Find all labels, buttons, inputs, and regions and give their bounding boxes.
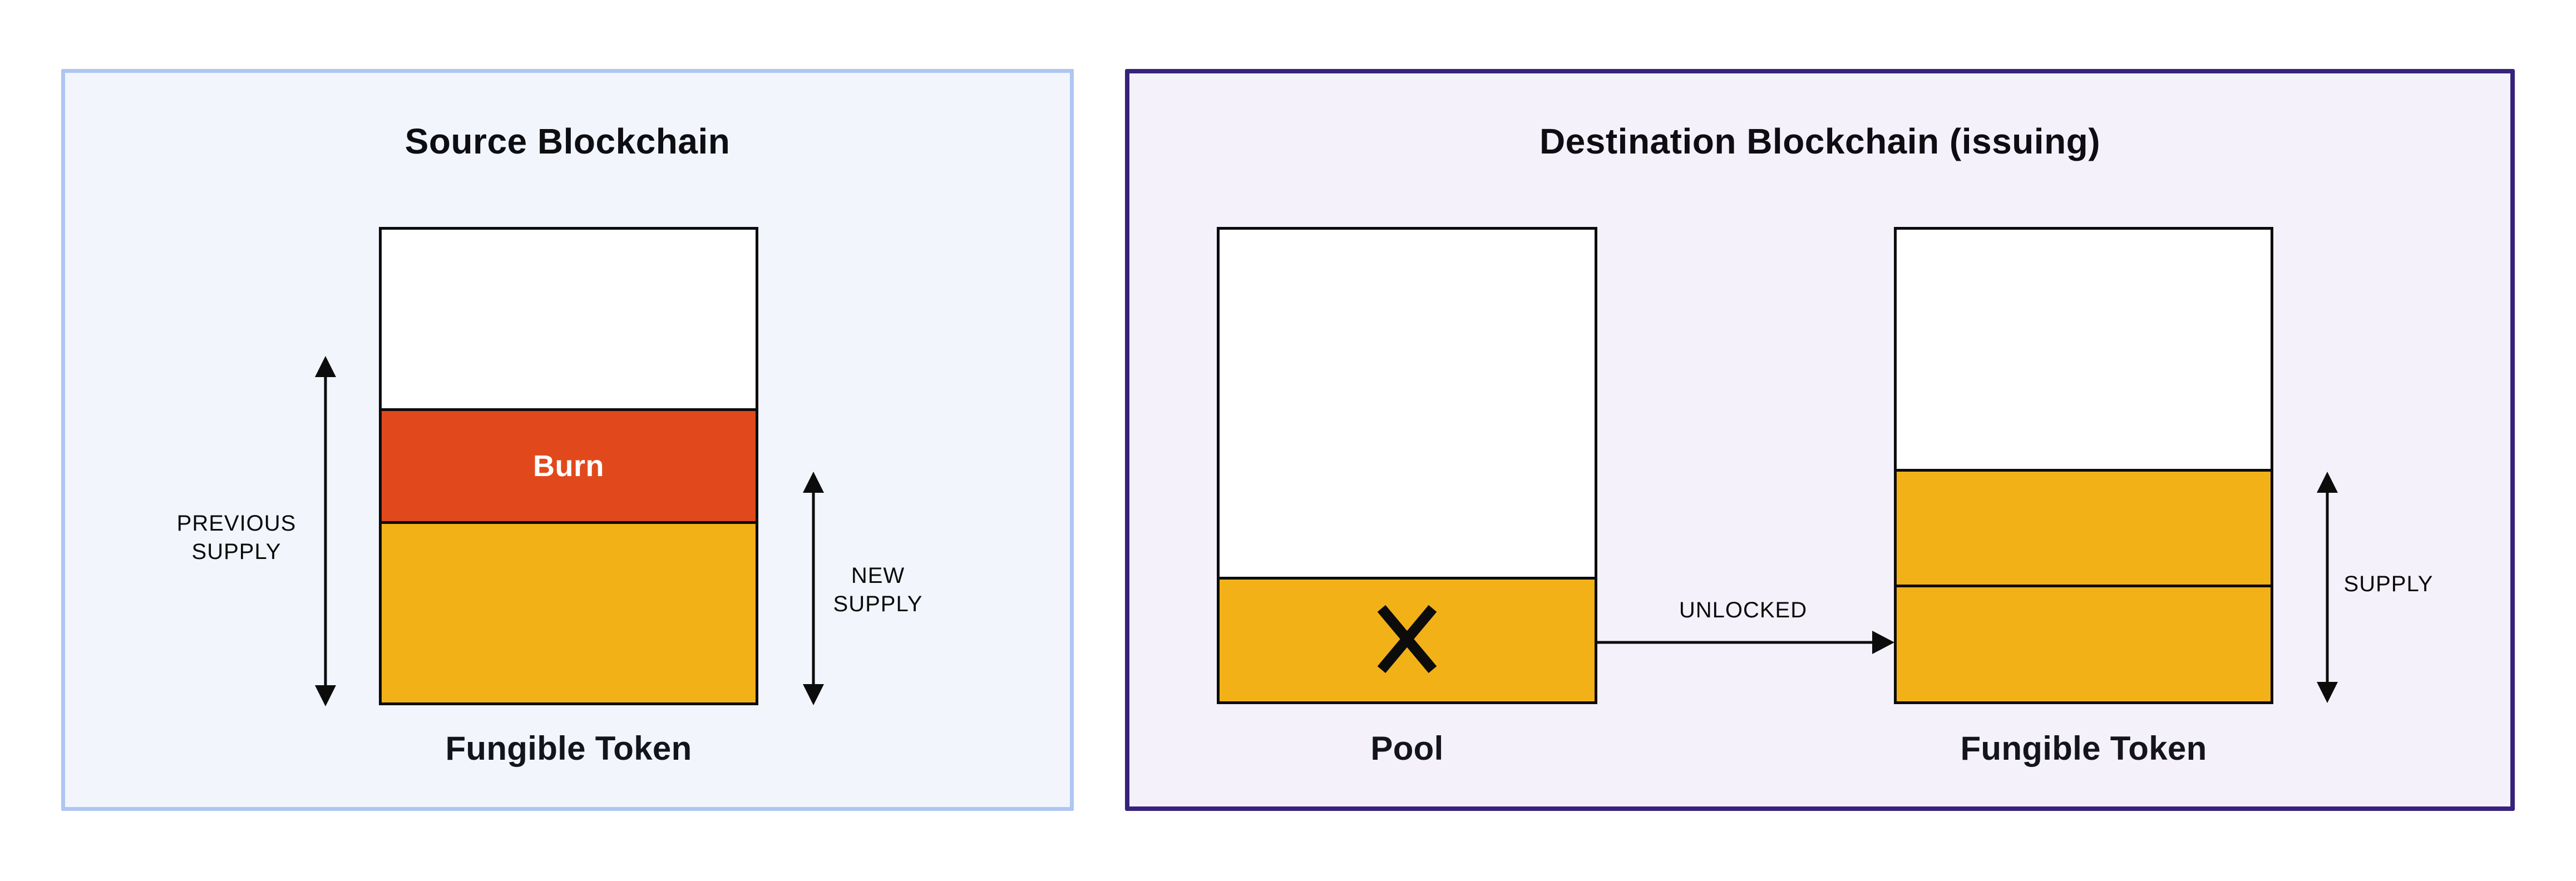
supply-label: SUPPLY — [2343, 572, 2434, 596]
new-supply-label-line1: NEW — [851, 563, 905, 588]
burn-label: Burn — [533, 449, 604, 483]
burn-section: Burn — [382, 408, 756, 524]
pool-empty-section — [1220, 230, 1595, 577]
source-token-remaining-supply-section — [382, 524, 756, 702]
new-supply-arrow-icon — [801, 472, 826, 705]
pool-locked-section — [1220, 577, 1595, 701]
source-token-bar: Burn — [379, 227, 758, 705]
destination-panel-title: Destination Blockchain (issuing) — [1539, 121, 2101, 161]
pool-bar-label: Pool — [1370, 730, 1444, 767]
unlocked-label: UNLOCKED — [1679, 598, 1808, 622]
supply-arrow-icon — [2315, 472, 2340, 703]
previous-supply-label: PREVIOUS SUPPLY — [92, 509, 381, 566]
destination-token-upper-supply-section — [1897, 469, 2271, 585]
previous-supply-label-line2: SUPPLY — [191, 540, 282, 564]
unlocked-arrow-icon — [1597, 629, 1894, 656]
x-mark-icon — [1376, 605, 1438, 676]
previous-supply-label-line1: PREVIOUS — [176, 511, 297, 536]
new-supply-label: NEW SUPPLY — [789, 562, 967, 618]
destination-token-unlocked-supply-section — [1897, 585, 2271, 701]
destination-token-empty-section — [1897, 230, 2271, 469]
destination-token-bar-label: Fungible Token — [1960, 730, 2207, 767]
previous-supply-arrow-icon — [313, 356, 338, 706]
new-supply-label-line2: SUPPLY — [833, 592, 923, 616]
destination-token-bar — [1894, 227, 2273, 704]
source-token-empty-section — [382, 230, 756, 408]
source-token-bar-label: Fungible Token — [445, 730, 692, 767]
source-panel-title: Source Blockchain — [404, 121, 731, 161]
pool-bar — [1217, 227, 1597, 704]
